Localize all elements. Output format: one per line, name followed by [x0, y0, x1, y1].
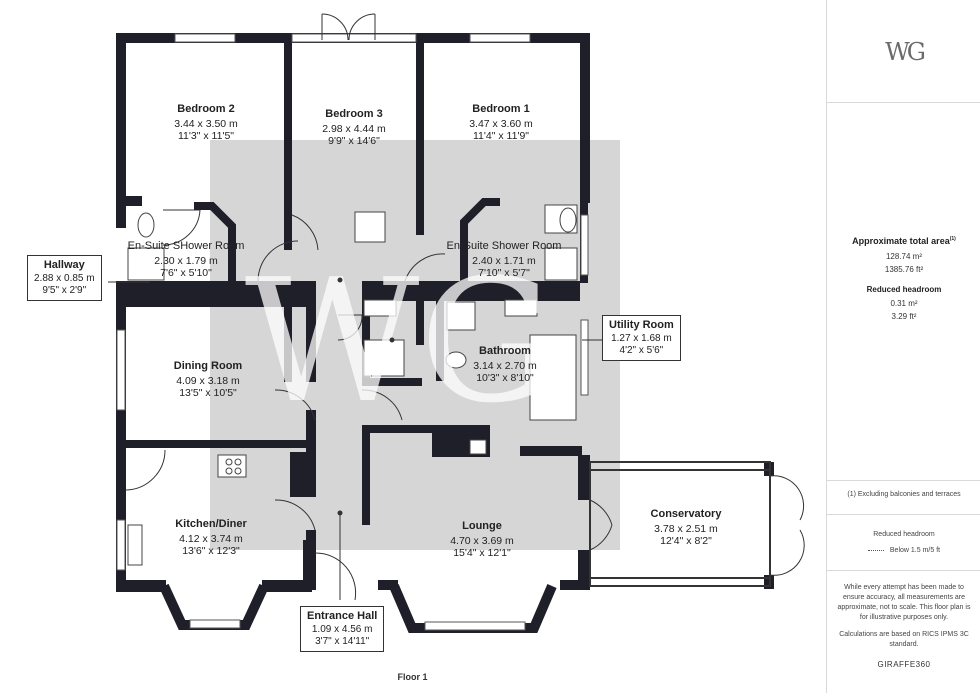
calculations-note: Calculations are based on RICS IPMS 3C s…	[839, 631, 969, 648]
room-metric: 1.27 x 1.68 m	[611, 333, 672, 344]
room-imperial: 12'4" x 8'2"	[660, 535, 712, 547]
brand-logo: WG	[885, 38, 926, 66]
legend-title: Reduced headroom	[873, 531, 935, 538]
room-metric: 3.44 x 3.50 m	[174, 118, 238, 130]
windows	[116, 33, 589, 631]
fixtures	[127, 204, 578, 566]
room-imperial: 3'7" x 14'11"	[315, 636, 370, 647]
room-bedroom-2: Bedroom 2 3.44 x 3.50 m 11'3" x 11'5"	[174, 103, 238, 142]
room-bedroom-3: Bedroom 3 2.98 x 4.44 m 9'9" x 14'6"	[322, 108, 386, 147]
room-metric: 4.12 x 3.74 m	[179, 533, 243, 545]
room-lounge: Lounge 4.70 x 3.69 m 15'4" x 12'1"	[450, 520, 514, 559]
room-name: Bathroom	[479, 345, 531, 357]
room-kitchen: Kitchen/Diner 4.12 x 3.74 m 13'6" x 12'3…	[175, 518, 247, 557]
divider	[827, 514, 980, 515]
room-metric: 1.09 x 4.56 m	[311, 624, 373, 635]
total-area-block: Approximate total area(1) 128.74 m² 1385…	[827, 236, 980, 323]
divider	[827, 480, 980, 481]
room-metric: 4.09 x 3.18 m	[176, 375, 240, 387]
room-conservatory: Conservatory 3.78 x 2.51 m 12'4" x 8'2"	[651, 508, 722, 547]
room-metric: 3.78 x 2.51 m	[654, 523, 718, 535]
room-imperial: 13'6" x 12'3"	[182, 545, 240, 557]
room-imperial: 11'3" x 11'5"	[177, 130, 235, 142]
room-name: En-Suite Shower Room	[446, 240, 562, 252]
room-metric: 2.98 x 4.44 m	[322, 123, 386, 135]
room-metric: 3.14 x 2.70 m	[473, 360, 537, 372]
door-swings	[125, 13, 805, 601]
divider	[827, 570, 980, 571]
room-imperial: 7'6" x 5'10"	[160, 267, 212, 279]
room-imperial: 15'4" x 12'1"	[453, 547, 511, 559]
room-name: Dining Room	[173, 360, 243, 372]
disclaimer: While every attempt has been made to ens…	[837, 584, 971, 621]
conservatory-frame	[589, 461, 771, 587]
room-name: Entrance Hall	[307, 610, 378, 622]
reduced-headroom-ft2: 3.29 ft²	[891, 312, 917, 321]
room-imperial: 4'2" x 5'6"	[619, 345, 664, 356]
room-dining: Dining Room 4.09 x 3.18 m 13'5" x 10'5"	[174, 360, 242, 399]
room-metric: 2.40 x 1.71 m	[472, 255, 536, 267]
room-imperial: 9'9" x 14'6"	[328, 135, 380, 147]
info-sidebar: WG Approximate total area(1) 128.74 m² 1…	[826, 0, 980, 693]
room-bedroom-1: Bedroom 1 3.47 x 3.60 m 11'4" x 11'9"	[469, 103, 533, 142]
total-area-ft2: 1385.76 ft²	[884, 265, 924, 274]
footer-logo: GIRAFFE360	[877, 660, 931, 669]
room-imperial: 11'4" x 11'9"	[472, 130, 530, 142]
room-ensuite-left: En-Suite SHower Room 2.30 x 1.79 m 7'6" …	[128, 240, 245, 279]
total-area-m2: 128.74 m²	[885, 252, 923, 261]
room-name: Bedroom 1	[472, 103, 530, 115]
room-metric: 2.88 x 0.85 m	[34, 273, 95, 284]
callout-entrance: Entrance Hall 1.09 x 4.56 m 3'7" x 14'11…	[300, 606, 385, 652]
total-area-title: Approximate total area(1)	[827, 236, 980, 246]
total-area-title-text: Approximate total area	[852, 236, 950, 246]
room-name: Utility Room	[609, 319, 674, 331]
watermark-logo: WG	[245, 243, 556, 441]
footnote-mark: (1)	[949, 236, 956, 242]
floor-plan: WG	[108, 13, 805, 633]
room-name: Bedroom 2	[177, 103, 235, 115]
entrance-leader	[108, 277, 602, 600]
room-ensuite-right: En-Suite Shower Room 2.40 x 1.71 m 7'10"…	[447, 240, 562, 279]
room-bathroom: Bathroom 3.14 x 2.70 m 10'3" x 8'10"	[473, 345, 537, 384]
room-name: Hallway	[43, 259, 85, 271]
room-metric: 2.30 x 1.79 m	[154, 255, 218, 267]
room-imperial: 10'3" x 8'10"	[476, 372, 534, 384]
room-imperial: 9'5" x 2'9"	[42, 285, 87, 296]
callout-hallway: Hallway 2.88 x 0.85 m 9'5" x 2'9"	[27, 255, 102, 301]
room-name: Bedroom 3	[325, 108, 383, 120]
footnote: (1) Excluding balconies and terraces	[847, 491, 961, 498]
room-name: Kitchen/Diner	[175, 518, 247, 530]
room-name: Lounge	[462, 520, 502, 532]
callout-utility: Utility Room 1.27 x 1.68 m 4'2" x 5'6"	[602, 315, 681, 361]
room-imperial: 13'5" x 10'5"	[179, 387, 237, 399]
legend-item: Below 1.5 m/5 ft	[827, 546, 980, 556]
reduced-headroom-m2: 0.31 m²	[890, 299, 918, 308]
room-metric: 4.70 x 3.69 m	[450, 535, 514, 547]
room-name: En-Suite SHower Room	[127, 240, 245, 252]
room-name: Conservatory	[650, 508, 722, 520]
ensuite-walls	[194, 198, 500, 285]
legend-block: Reduced headroom Below 1.5 m/5 ft	[827, 530, 980, 556]
floor-label: Floor 1	[397, 672, 428, 682]
reduced-headroom-title: Reduced headroom	[866, 285, 942, 294]
legend-item-text: Below 1.5 m/5 ft	[889, 547, 941, 554]
room-imperial: 7'10" x 5'7"	[478, 267, 530, 279]
room-metric: 3.47 x 3.60 m	[469, 118, 533, 130]
divider	[827, 102, 980, 103]
dotted-line-icon	[867, 549, 884, 551]
